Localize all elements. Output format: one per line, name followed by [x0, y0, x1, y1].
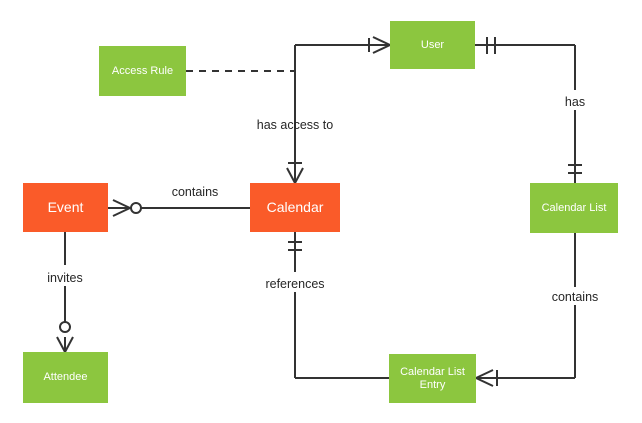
cardinality-user-right-exactly-one: [486, 37, 496, 54]
crowfoot-event-right-zero-or-many: [112, 199, 142, 217]
entity-calendar-label: Calendar: [266, 199, 324, 216]
cardinality-calendar-bottom-exactly-one: [288, 241, 302, 251]
entity-calendar-list-entry[interactable]: Calendar List Entry: [389, 354, 476, 403]
entity-calendar-list-entry-label: Calendar List Entry: [400, 365, 465, 391]
edge-label-contains-list-entry: contains: [551, 290, 599, 304]
entity-calendar-list-label: Calendar List: [541, 201, 607, 214]
entity-attendee[interactable]: Attendee: [23, 352, 108, 403]
edge-label-references: references: [265, 277, 325, 291]
entity-access-rule-label: Access Rule: [111, 64, 174, 77]
entity-attendee-label: Attendee: [43, 371, 88, 384]
crowfoot-calendar-list-entry-right: [475, 369, 498, 387]
edge-label-has: has: [564, 95, 586, 109]
edge-label-has-access-to: has access to: [256, 118, 334, 132]
entity-calendar-list[interactable]: Calendar List: [530, 183, 618, 233]
entity-user[interactable]: User: [390, 21, 475, 69]
crowfoot-user-left: [368, 36, 391, 54]
crowfoot-attendee-top-zero-or-many: [56, 321, 74, 353]
entity-event[interactable]: Event: [23, 183, 108, 232]
cardinality-calendar-list-top-exactly-one: [568, 164, 582, 174]
entity-calendar[interactable]: Calendar: [250, 183, 340, 232]
entity-access-rule[interactable]: Access Rule: [99, 46, 186, 96]
edge-label-contains-event-calendar: contains: [171, 185, 219, 199]
entity-event-label: Event: [47, 199, 84, 216]
entity-user-label: User: [420, 38, 445, 51]
edge-label-invites: invites: [47, 271, 83, 285]
crowfoot-calendar-top: [286, 162, 304, 184]
